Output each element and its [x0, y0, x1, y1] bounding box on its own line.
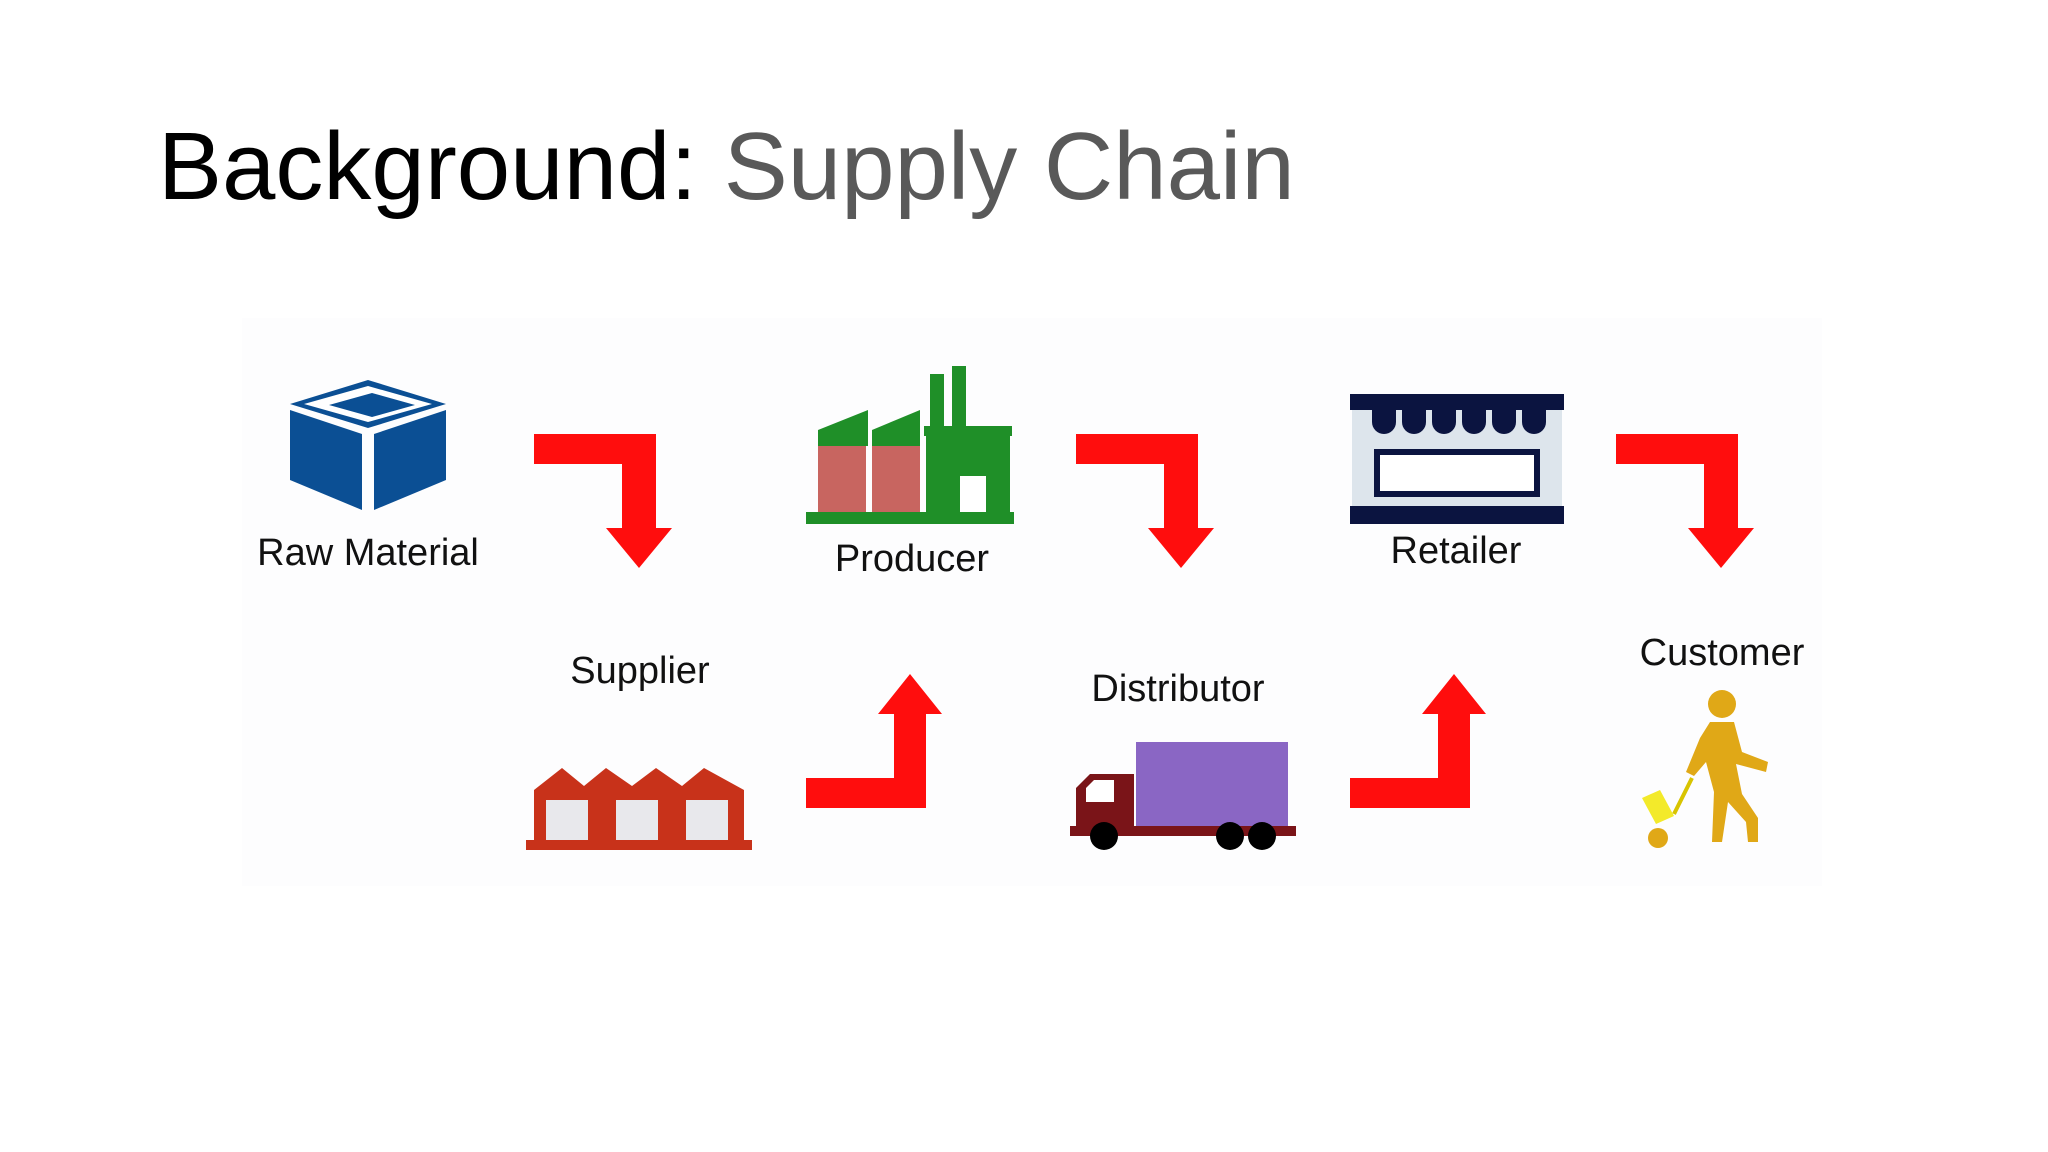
delivery-truck-icon [1070, 742, 1296, 850]
node-label-customer: Customer [1639, 632, 1805, 674]
person-with-luggage-icon [1642, 690, 1768, 848]
arrow-raw-material-to-supplier [534, 434, 672, 568]
storefront-icon [1350, 394, 1564, 524]
arrow-supplier-to-producer [806, 674, 942, 808]
arrow-retailer-to-customer [1616, 434, 1754, 568]
supply-chain-diagram-panel [242, 318, 1822, 886]
node-label-producer: Producer [834, 538, 990, 580]
node-label-retailer: Retailer [1390, 530, 1522, 572]
node-label-distributor: Distributor [1091, 668, 1265, 710]
node-label-raw-material: Raw Material [257, 532, 479, 574]
warehouse-icon [526, 768, 752, 850]
node-label-supplier: Supplier [570, 650, 710, 692]
arrow-producer-to-distributor [1076, 434, 1214, 568]
factory-icon [806, 366, 1014, 524]
box-icon [290, 380, 446, 510]
title-subject: Supply Chain [723, 113, 1295, 220]
arrow-distributor-to-retailer [1350, 674, 1486, 808]
title-prefix: Background: [158, 113, 698, 220]
slide-title: Background: Supply Chain [158, 112, 1295, 222]
